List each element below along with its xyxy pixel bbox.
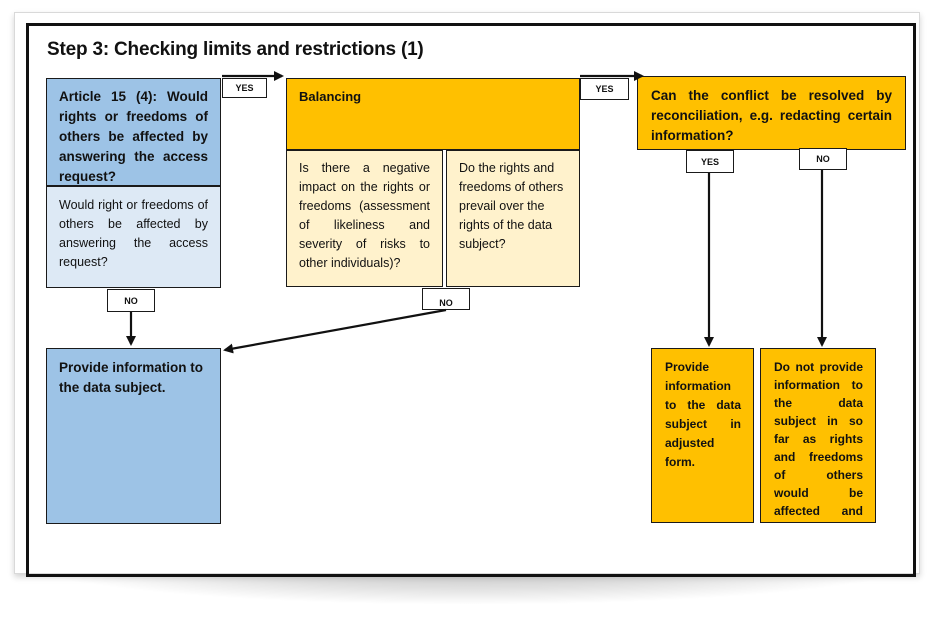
- prevail-box: Do the rights and freedoms of others pre…: [446, 150, 580, 287]
- provide-info-box: Provide information to the data subject.: [46, 348, 221, 524]
- no-label-1: NO: [107, 289, 155, 312]
- arrow-balancing-no-to-provide: [223, 308, 447, 354]
- yes-label-2: YES: [580, 78, 629, 100]
- yes-label-1: YES: [222, 78, 267, 98]
- negative-impact-box: Is there a negative impact on the rights…: [286, 150, 443, 287]
- do-not-provide-box: Do not provide information to the data s…: [760, 348, 876, 523]
- slide-title: Step 3: Checking limits and restrictions…: [47, 39, 424, 60]
- slide-border: [26, 23, 916, 577]
- balancing-box: Balancing: [286, 78, 580, 150]
- no-label-3: NO: [799, 148, 847, 170]
- article15-box: Article 15 (4): Would rights or freedoms…: [46, 78, 221, 186]
- yes-label-3: YES: [686, 150, 734, 173]
- conflict-box: Can the conflict be resolved by reconcil…: [637, 76, 906, 150]
- no-label-2: NO: [422, 288, 470, 310]
- provide-adjusted-box: Provide information to the data subject …: [651, 348, 754, 523]
- rights-question-box: Would right or freedoms of others be aff…: [46, 186, 221, 288]
